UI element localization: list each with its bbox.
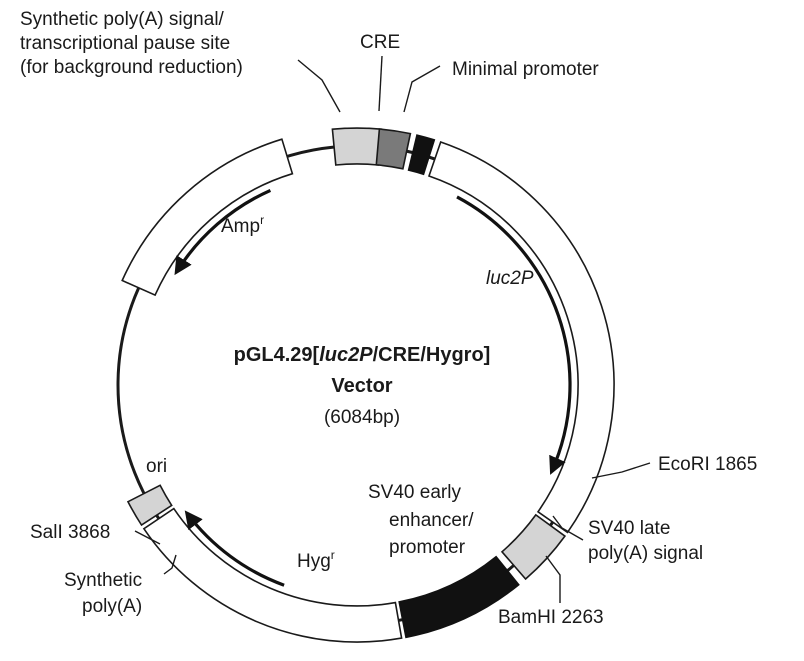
synthetic-polya-signal-segment [331, 127, 383, 166]
hyg-label: Hygr [297, 548, 335, 572]
vector-name-suffix: /CRE/Hygro] [373, 344, 491, 366]
hyg-label-superscript: r [331, 548, 335, 562]
sali-leader [134, 530, 161, 545]
vector-name-prefix: pGL4.29[ [234, 344, 320, 366]
vector-name-line2: Vector [331, 375, 392, 397]
amp-resistance-segment [121, 138, 294, 297]
bamhi-leader [545, 555, 561, 603]
sv40-early-label-line1: SV40 early [368, 482, 461, 503]
cre-segment [375, 128, 412, 170]
synthetic-polya-leader [163, 554, 177, 575]
synthetic-polya-signal-label-line1: Synthetic poly(A) signal/ [20, 9, 225, 30]
synthetic-polya-signal-label-line3: (for background reduction) [20, 57, 243, 78]
vector-name-line1: pGL4.29[luc2P/CRE/Hygro] [234, 344, 491, 366]
ecori-label: EcoRI 1865 [658, 454, 757, 475]
luc2p-direction-arrow [456, 195, 572, 475]
ecori-leader [591, 462, 651, 479]
sv40-early-label-line2: enhancer/ [389, 510, 474, 531]
sv40-late-polya-segment [500, 513, 567, 581]
minimal-promoter-segment [407, 134, 436, 176]
sali-label: SalI 3868 [30, 522, 110, 543]
synthetic-polya-signal-label-line2: transcriptional pause site [20, 33, 230, 54]
sv40-early-promoter-segment [398, 555, 520, 639]
amp-direction-arrow [174, 188, 272, 276]
sv40-late-leader [552, 515, 584, 541]
hyg-label-text: Hyg [297, 551, 331, 572]
minimal-promoter-leader [403, 65, 441, 113]
synthetic-polya-label-line1: Synthetic [64, 570, 142, 591]
cre-leader [378, 55, 383, 112]
luc2p-segment [427, 140, 615, 534]
vector-size: (6084bp) [324, 407, 400, 428]
synthetic-polya-label-line2: poly(A) [82, 596, 142, 617]
sv40-early-label-line3: promoter [389, 537, 466, 558]
amp-label: Ampr [221, 213, 264, 237]
minimal-promoter-label: Minimal promoter [452, 59, 599, 80]
cre-label: CRE [360, 32, 400, 53]
hyg-direction-arrow [184, 510, 285, 587]
synthetic-polya-segment [126, 484, 173, 527]
amp-label-text: Amp [221, 216, 260, 237]
sv40-late-label-line2: poly(A) signal [588, 543, 703, 564]
luc2p-label: luc2P [486, 268, 534, 289]
amp-label-superscript: r [260, 213, 264, 227]
hygromycin-resistance-segment [142, 507, 403, 643]
synthetic-polya-signal-leader [297, 59, 341, 113]
vector-name-italic: luc2P [319, 344, 373, 366]
sv40-late-label-line1: SV40 late [588, 518, 670, 539]
bamhi-label: BamHI 2263 [498, 607, 604, 628]
ori-label: ori [146, 456, 167, 477]
